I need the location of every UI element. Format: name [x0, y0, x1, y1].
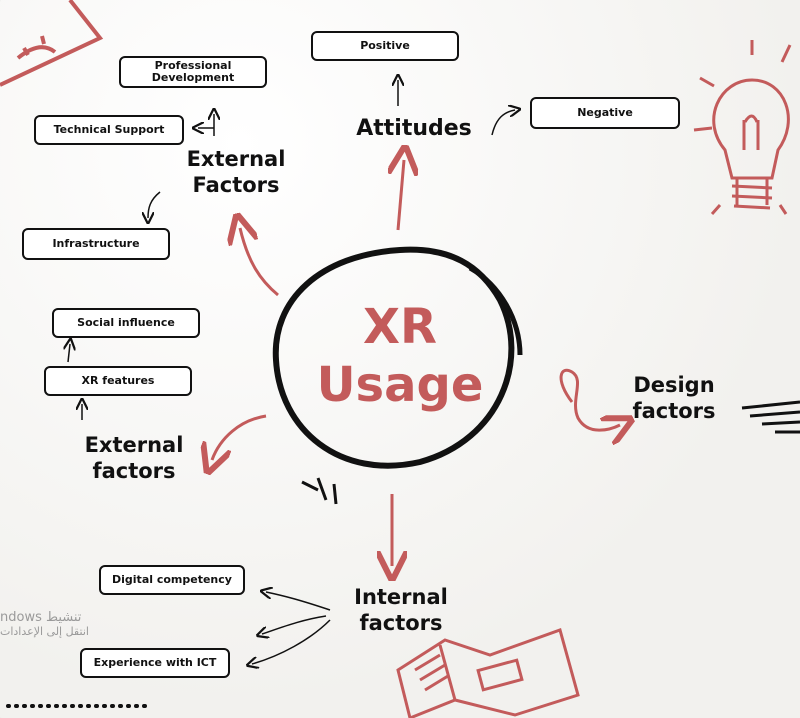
node-attitudes: Attitudes: [356, 116, 472, 141]
hub-title: XR Usage: [290, 298, 510, 414]
box-professional-line-2: Development: [151, 71, 235, 84]
node-design-line-2: factors: [632, 399, 716, 423]
hub-line-2: Usage: [316, 357, 484, 413]
node-design-line-1: Design: [633, 373, 715, 397]
hub-line-1: XR: [363, 299, 437, 355]
arrow-to-attitudes: [398, 160, 404, 231]
node-external-factors-left: External factors: [74, 432, 194, 484]
open-book-icon: [396, 628, 580, 718]
watermark-line-1: ndows تنشيط: [0, 610, 82, 625]
activation-watermark: ndows تنشيط انتقل إلى الإعدادات: [0, 610, 110, 638]
box-social-influence: Social influence: [52, 308, 200, 338]
box-professional-line-1: Professional: [154, 59, 232, 72]
node-external-left-line-2: factors: [92, 459, 176, 483]
arrow-to-design: [559, 368, 620, 430]
node-external-top-line-1: External: [186, 147, 286, 171]
box-professional-development: Professional Development: [119, 56, 267, 88]
box-infrastructure: Infrastructure: [22, 228, 170, 260]
arrow-to-external-top: [240, 228, 279, 297]
node-internal-factors: Internal factors: [340, 584, 462, 636]
node-external-left-line-1: External: [84, 433, 184, 457]
box-technical-support: Technical Support: [34, 115, 184, 145]
box-experience-ict: Experience with ICT: [80, 648, 230, 678]
node-internal-line-1: Internal: [354, 585, 448, 609]
node-design-factors: Design factors: [622, 372, 726, 424]
box-negative: Negative: [530, 97, 680, 129]
box-positive: Positive: [311, 31, 459, 61]
node-internal-line-2: factors: [359, 611, 443, 635]
box-xr-features: XR features: [44, 366, 192, 396]
lightbulb-icon: [693, 40, 792, 215]
hub-circle: [272, 246, 515, 469]
arrow-to-external-left: [212, 414, 267, 460]
box-digital-competency: Digital competency: [99, 565, 245, 595]
watermark-line-2: انتقل إلى الإعدادات: [0, 625, 89, 638]
protractor-icon: [0, 0, 104, 87]
node-external-factors-top: External Factors: [176, 146, 296, 198]
node-external-top-line-2: Factors: [192, 173, 280, 197]
